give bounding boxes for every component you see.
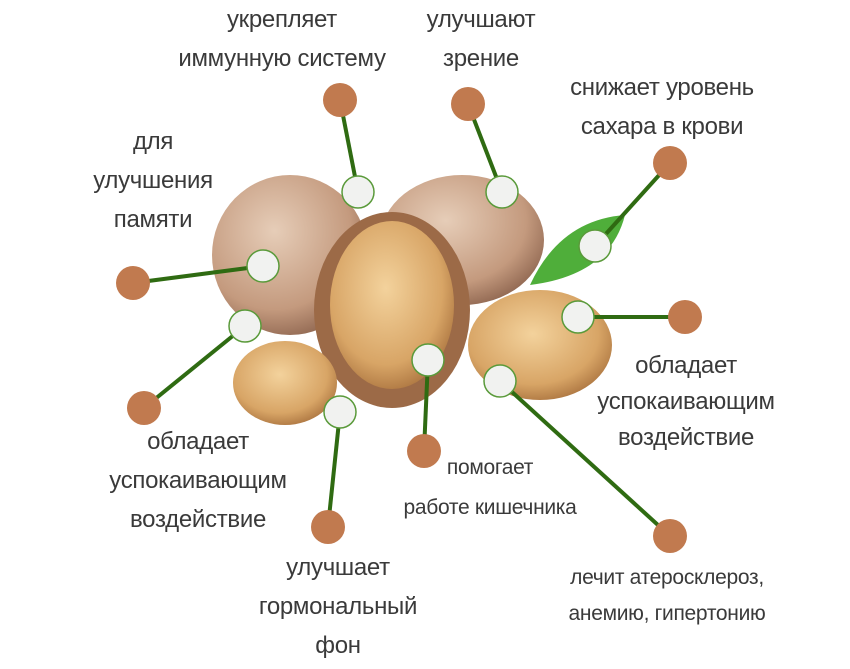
connector-atherosclerosis [498,379,672,538]
brown-dot-memory [116,266,150,300]
node-circle-intestine [411,343,445,377]
brown-dot-vision [451,87,485,121]
brown-dot-calming-left [127,391,161,425]
connector-hormones [326,411,342,528]
connector-memory [132,264,264,285]
node-circle-atherosclerosis [483,364,517,398]
node-circle-calming-right [561,300,595,334]
brown-dot-atherosclerosis [653,519,687,553]
connector-calming-left [142,324,247,410]
brown-dot-hormones [311,510,345,544]
brown-dot-sugar [653,146,687,180]
node-circle-sugar [578,229,612,263]
node-circle-hormones [323,395,357,429]
brown-dot-intestine [407,434,441,468]
kernel-piece-left [233,341,337,425]
node-circle-vision [485,175,519,209]
node-circle-immunity [341,175,375,209]
label-atherosclerosis: лечит атеросклероз,анемию, гипертонию [568,566,766,625]
node-circle-memory [246,249,280,283]
brown-dot-calming-right [668,300,702,334]
brown-dot-immunity [323,83,357,117]
connector-sugar [593,161,672,248]
node-circle-calming-left [228,309,262,343]
